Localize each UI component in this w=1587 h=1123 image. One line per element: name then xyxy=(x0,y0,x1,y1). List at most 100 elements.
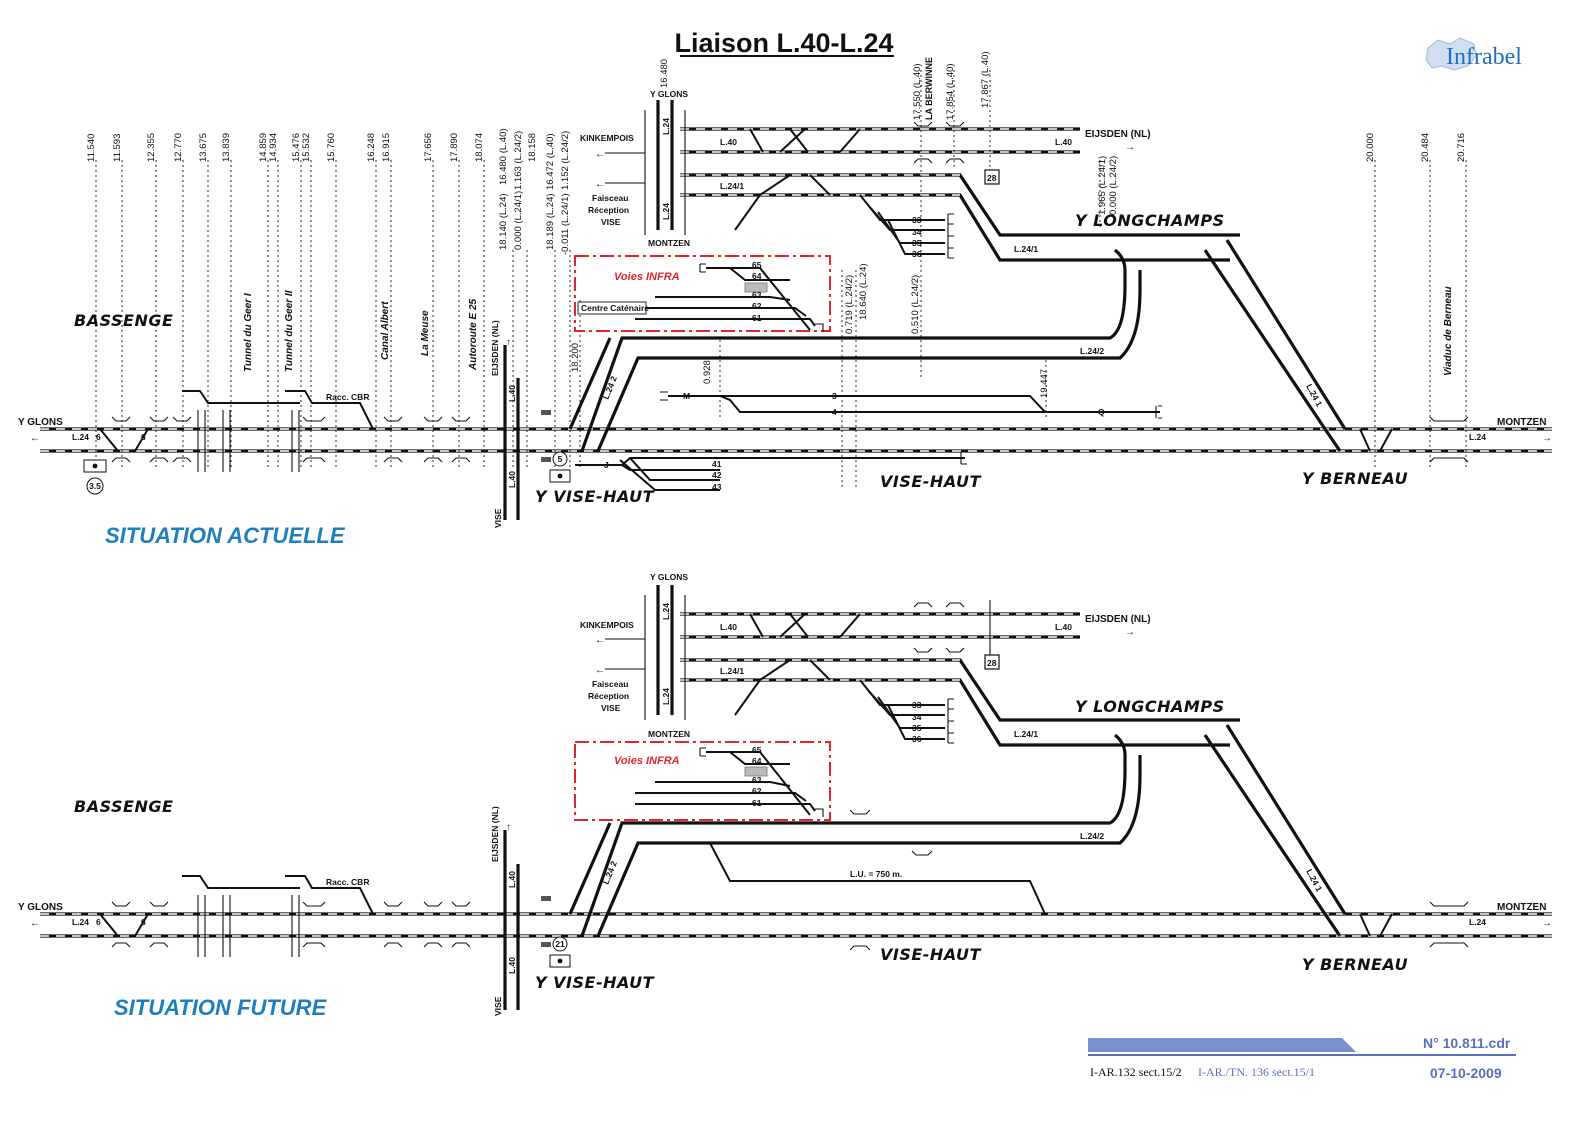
svg-text:16.480: 16.480 xyxy=(659,59,670,88)
label-y-glons: Y GLONS xyxy=(18,417,63,428)
section-actuelle: SITUATION ACTUELLE xyxy=(105,523,346,548)
label-l24-left: L.24 xyxy=(72,432,89,442)
track-q: Q xyxy=(1098,407,1105,417)
km-labels-left: 11.540 11.593 12.355 12.770 13.675 13.83… xyxy=(86,128,571,255)
track-4: 4 xyxy=(832,407,837,417)
svg-text:Faisceau: Faisceau xyxy=(592,193,628,203)
label-l40-up-f: L.40 xyxy=(507,871,517,888)
label-l24-2-f: L.24 2 xyxy=(601,859,619,885)
arrow-left: ← xyxy=(30,433,40,444)
svg-text:18.200: 18.200 xyxy=(570,343,581,372)
label-eijsden-v-f: EIJSDEN (NL) xyxy=(490,806,500,862)
svg-text:17.550 (L.40): 17.550 (L.40) xyxy=(912,63,923,120)
svg-text:1.965 (L.24/1): 1.965 (L.24/1) xyxy=(1097,156,1108,215)
label-y-longchamps: Y LONGCHAMPS xyxy=(1075,211,1225,230)
arrow-up-eijsden: ↑ xyxy=(506,337,511,348)
arrow-kinkempois: ← xyxy=(595,149,605,160)
svg-text:11.540: 11.540 xyxy=(86,134,97,162)
signal-b-f xyxy=(541,942,551,947)
label-l24-right: L.24 xyxy=(1469,432,1486,442)
label-eijsden-f: EIJSDEN (NL) xyxy=(1085,614,1151,625)
svg-text:15.532: 15.532 xyxy=(301,133,312,162)
label-montzen-top: MONTZEN xyxy=(648,238,690,248)
label-bassenge-f: BASSENGE xyxy=(74,797,173,816)
svg-text:18.074: 18.074 xyxy=(474,133,485,162)
svg-text:61: 61 xyxy=(752,798,762,808)
centre-catenaire: Centre Caténaire xyxy=(581,303,649,313)
svg-text:18.189 (L.24): 18.189 (L.24) xyxy=(545,193,556,250)
arrow-eijsden: → xyxy=(1125,142,1135,153)
svg-text:17.867 (L.40): 17.867 (L.40) xyxy=(980,51,991,108)
badge-signal-f-dot xyxy=(557,958,563,964)
svg-text:17.656: 17.656 xyxy=(423,133,434,162)
svg-text:64: 64 xyxy=(752,271,762,281)
label-y-vise-haut-f: Y VISE-HAUT xyxy=(535,973,655,992)
svg-text:20.000: 20.000 xyxy=(1365,133,1376,162)
badge-5 xyxy=(552,451,568,467)
svg-text:VISE: VISE xyxy=(601,703,621,713)
svg-text:65: 65 xyxy=(752,745,762,755)
svg-text:14.934: 14.934 xyxy=(268,133,279,162)
tunnel-geer-2: Tunnel du Geer II xyxy=(284,290,295,372)
voies-infra-box-f xyxy=(574,741,831,821)
voies-infra-label: Voies INFRA xyxy=(614,271,680,283)
svg-text:LA BERWINNE: LA BERWINNE xyxy=(924,57,934,120)
badge-28 xyxy=(984,169,1000,185)
viaduc-berneau: Viaduc de Berneau xyxy=(1443,286,1454,376)
svg-text:16.915: 16.915 xyxy=(381,133,392,162)
svg-text:Réception: Réception xyxy=(588,205,629,215)
label-montzen-top-f: MONTZEN xyxy=(648,729,690,739)
svg-text:18.140 (L.24): 18.140 (L.24) xyxy=(498,193,509,250)
label-kinkempois: KINKEMPOIS xyxy=(580,133,634,143)
label-l24-v1: L.24 xyxy=(661,118,671,135)
label-vise-f: VISE xyxy=(493,996,503,1016)
badge-28-f xyxy=(984,654,1000,670)
label-y-berneau-f: Y BERNEAU xyxy=(1302,955,1408,974)
svg-text:1.152 (L.24/2): 1.152 (L.24/2) xyxy=(560,131,571,190)
label-l24-left-f: L.24 xyxy=(72,917,89,927)
canal-albert: Canal Albert xyxy=(380,301,391,360)
track-34-f: 34 xyxy=(912,712,922,722)
arrow-right-f: → xyxy=(1542,918,1552,929)
badge-21 xyxy=(552,936,568,952)
doc-date: 07-10-2009 xyxy=(1430,1065,1502,1081)
svg-text:28: 28 xyxy=(987,658,997,668)
svg-text:11.593: 11.593 xyxy=(112,134,123,162)
svg-text:21: 21 xyxy=(555,939,565,949)
label-montzen-f: MONTZEN xyxy=(1497,902,1546,913)
label-kinkempois-f: KINKEMPOIS xyxy=(580,620,634,630)
track-36-f: 36 xyxy=(912,734,922,744)
signal-b xyxy=(541,457,551,462)
arrow-eijsden-f: → xyxy=(1125,627,1135,638)
svg-text:Faisceau: Faisceau xyxy=(592,679,628,689)
arrow-left-f: ← xyxy=(30,918,40,929)
tunnel-geer-1: Tunnel du Geer I xyxy=(243,293,254,372)
svg-text:14.859: 14.859 xyxy=(258,133,269,162)
label-eijsden-v: EIJSDEN (NL) xyxy=(490,320,500,376)
svg-text:64: 64 xyxy=(752,756,762,766)
label-montzen: MONTZEN xyxy=(1497,417,1546,428)
svg-text:16.472 (L.40): 16.472 (L.40) xyxy=(545,133,556,190)
arrow-right: → xyxy=(1542,433,1552,444)
svg-text:17.854 (L.40): 17.854 (L.40) xyxy=(945,63,956,120)
label-vise-haut-f: VISE-HAUT xyxy=(880,945,981,964)
track-36: 36 xyxy=(912,249,922,259)
svg-text:18.158: 18.158 xyxy=(527,133,538,162)
label-l40-a: L.40 xyxy=(720,137,737,147)
voies-infra-box xyxy=(574,255,831,332)
svg-text:0.510 (L.24/2): 0.510 (L.24/2) xyxy=(910,275,921,334)
svg-text:0.719 (L.24/2): 0.719 (L.24/2) xyxy=(844,275,855,334)
svg-text:18.640 (L.24): 18.640 (L.24) xyxy=(858,263,869,320)
svg-text:5: 5 xyxy=(558,454,563,464)
svg-text:20.716: 20.716 xyxy=(1456,133,1467,162)
svg-text:-0.011 (L.24/1): -0.011 (L.24/1) xyxy=(560,193,571,255)
label-y-glons-top-f: Y GLONS xyxy=(650,572,688,582)
svg-text:15.476: 15.476 xyxy=(291,133,302,162)
label-l40-dn-f: L.40 xyxy=(507,957,517,974)
label-y-berneau: Y BERNEAU xyxy=(1302,469,1408,488)
infrabel-logo: Infrabel xyxy=(1425,37,1522,71)
doc-number: N° 10.811.cdr xyxy=(1423,1035,1511,1051)
svg-text:15.760: 15.760 xyxy=(326,133,337,162)
label-l40-b: L.40 xyxy=(1055,137,1072,147)
label-l40-dn: L.40 xyxy=(507,471,517,488)
